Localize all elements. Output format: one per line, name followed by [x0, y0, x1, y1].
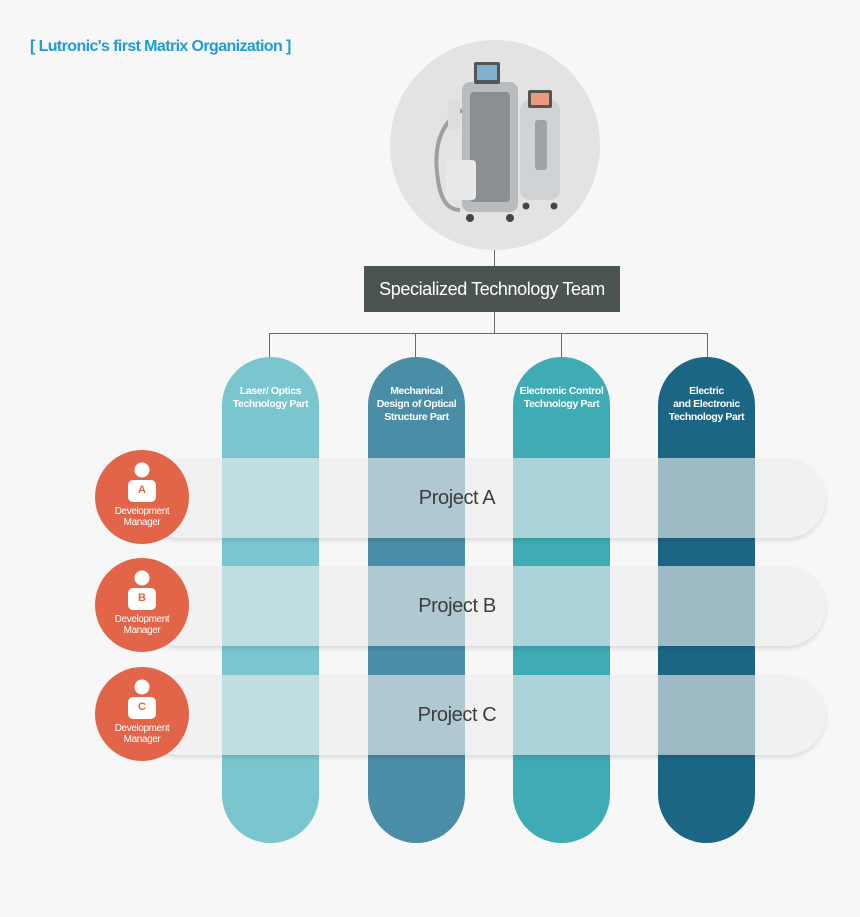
- connector-hero-team: [494, 250, 495, 266]
- connector-part-1: [269, 333, 270, 357]
- diagram-title: [ Lutronic's first Matrix Organization ]: [30, 38, 291, 55]
- project-row-a: Project A: [140, 458, 826, 538]
- project-label: Project A: [418, 486, 496, 509]
- part-label: Mechanical Design of Optical Structure P…: [376, 385, 457, 423]
- connector-part-2: [415, 333, 416, 357]
- connector-team-bus: [494, 312, 495, 333]
- manager-letter: B: [138, 592, 146, 604]
- manager-letter: C: [138, 701, 146, 713]
- manager-role: Development Manager: [114, 506, 170, 528]
- manager-badge-a: A Development Manager: [95, 450, 189, 544]
- project-row-c: Project C: [140, 675, 826, 755]
- project-row-b: Project B: [140, 566, 826, 646]
- laser-device-illustration: [434, 62, 560, 222]
- team-box: Specialized Technology Team: [364, 266, 620, 312]
- project-label: Project C: [417, 703, 497, 726]
- device-image: [390, 40, 600, 250]
- manager-role: Development Manager: [114, 723, 170, 745]
- person-icon: [128, 679, 156, 719]
- connector-part-3: [561, 333, 562, 357]
- part-label: Electric and Electronic Technology Part: [668, 385, 745, 423]
- part-label: Electronic Control Technology Part: [519, 385, 604, 410]
- connector-bus: [269, 333, 708, 334]
- person-icon: [128, 570, 156, 610]
- manager-badge-b: B Development Manager: [95, 558, 189, 652]
- team-label: Specialized Technology Team: [379, 278, 605, 299]
- connector-part-4: [707, 333, 708, 357]
- manager-letter: A: [138, 484, 146, 496]
- part-label: Laser/ Optics Technology Part: [232, 385, 309, 410]
- manager-badge-c: C Development Manager: [95, 667, 189, 761]
- manager-role: Development Manager: [114, 614, 170, 636]
- project-label: Project B: [418, 594, 496, 617]
- person-icon: [128, 462, 156, 502]
